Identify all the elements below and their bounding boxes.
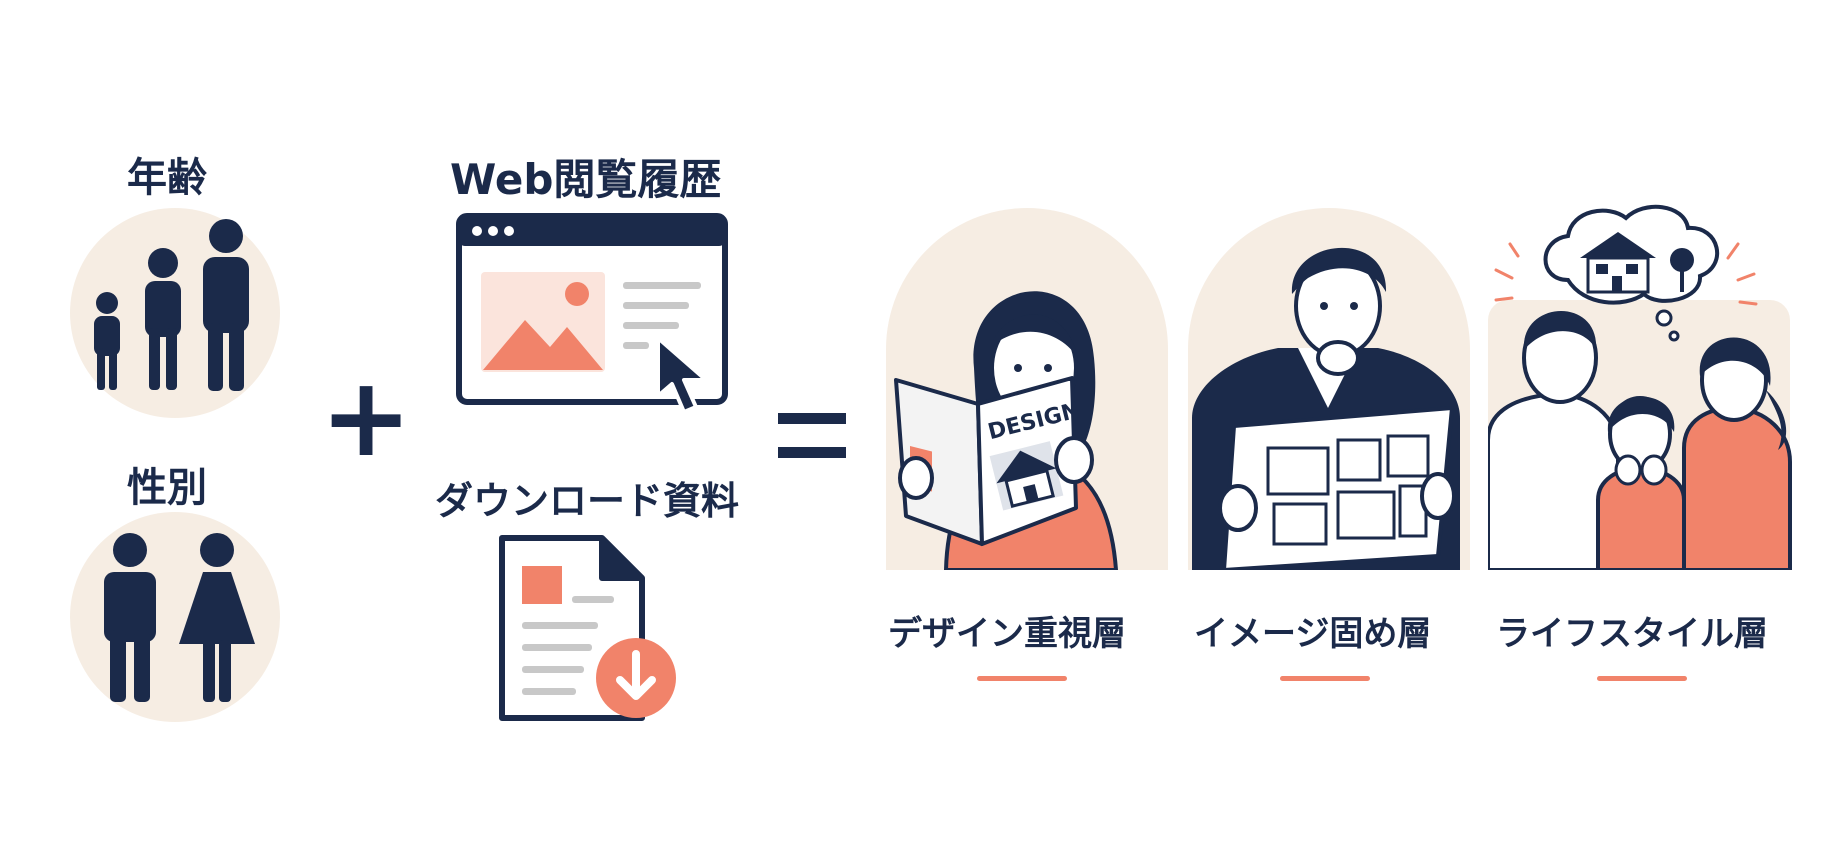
document-download-icon: [499, 535, 676, 721]
segment-underline-lifestyle: [1597, 676, 1687, 681]
male-female-icon: [70, 512, 280, 722]
segment-label-lifestyle: ライフスタイル層: [1496, 614, 1768, 654]
cursor-icon: [656, 336, 708, 414]
segment-lifestyle-illustration: [1488, 204, 1792, 570]
equals-operator: [778, 413, 846, 461]
age-label: 年齢: [127, 155, 207, 201]
gender-label: 性別: [127, 465, 207, 511]
plus-operator: +: [320, 353, 413, 481]
web-history-label: Web閲覧履歴: [450, 155, 722, 204]
segment-label-design: デザイン重視層: [888, 614, 1126, 654]
segment-underline-image: [1280, 676, 1370, 681]
segment-underline-design: [977, 676, 1067, 681]
segment-design-illustration: DESIGN: [886, 208, 1168, 570]
people-age-icon: [70, 208, 280, 418]
segment-image-illustration: [1188, 208, 1470, 570]
segment-label-image: イメージ固め層: [1194, 614, 1432, 654]
download-label: ダウンロード資料: [435, 479, 740, 523]
